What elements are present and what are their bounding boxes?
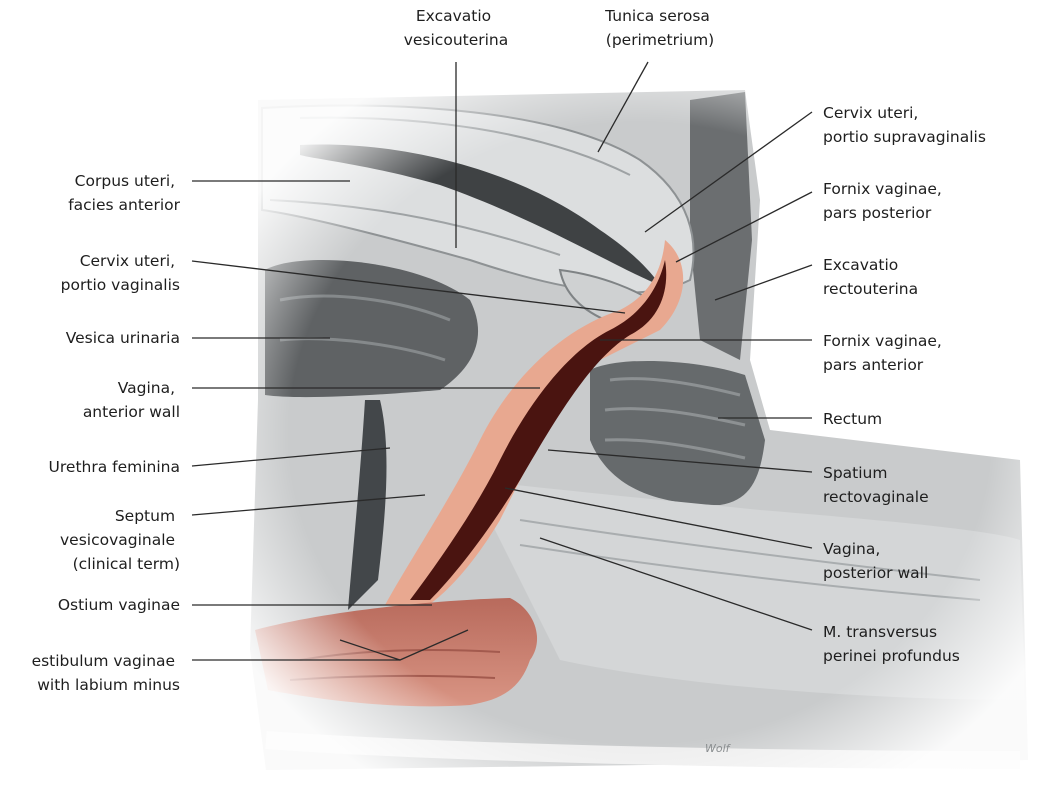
label-septum: Septum vesicovaginale (clinical term) xyxy=(60,507,180,573)
label-vagina-anterior: Vagina, anterior wall xyxy=(83,379,180,421)
label-corpus-uteri: Corpus uteri, facies anterior xyxy=(68,172,180,214)
label-cervix-vaginalis: Cervix uteri, portio vaginalis xyxy=(61,252,180,294)
label-vesica-urinaria: Vesica urinaria xyxy=(66,329,180,347)
label-urethra: Urethra feminina xyxy=(49,458,180,476)
label-tunica-serosa: Tunica serosa (perimetrium) xyxy=(604,7,715,49)
label-rectum: Rectum xyxy=(823,410,882,428)
label-excavatio-vesicouterina: Excavatio vesicouterina xyxy=(404,7,509,49)
artist-signature: Wolf xyxy=(705,742,732,755)
label-ostium: Ostium vaginae xyxy=(58,596,180,614)
label-vestibulum: estibulum vaginae with labium minus xyxy=(32,652,180,694)
